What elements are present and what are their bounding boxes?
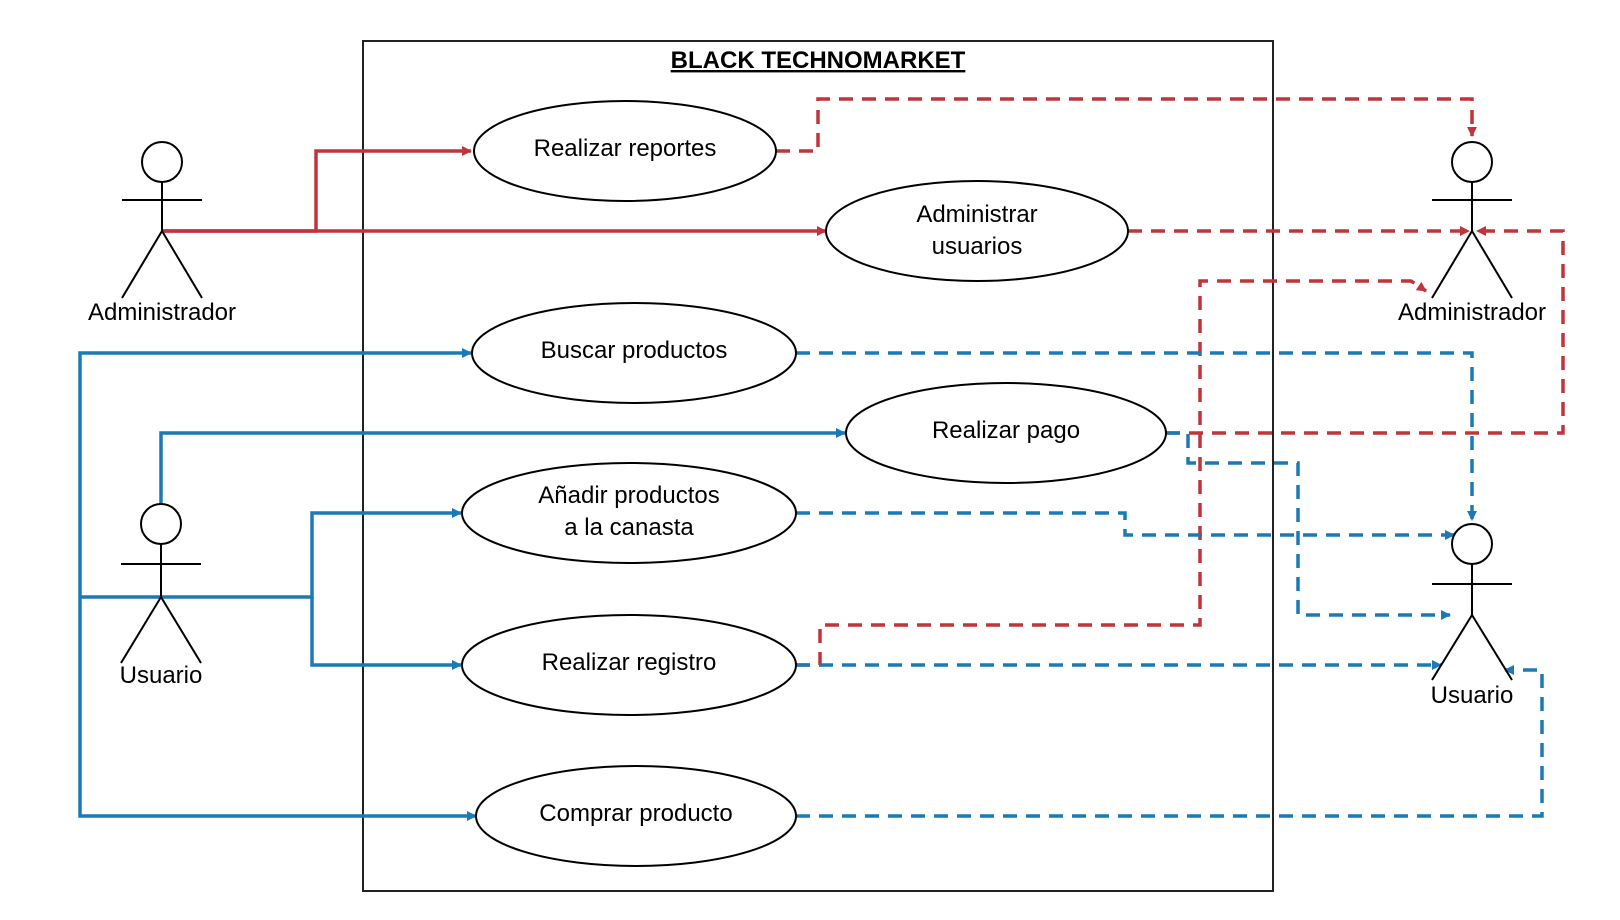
usecase-label-line-2: usuarios (932, 233, 1023, 260)
stick-figure-icon (120, 503, 202, 664)
dep-comprar-usuario (796, 665, 1544, 818)
dep-anadir-usuario (796, 511, 1455, 540)
assoc-usuario-comprar-producto (78, 597, 477, 821)
usecase-ellipse (825, 180, 1129, 282)
usecase-realizar-reportes[interactable]: Realizar reportes (473, 100, 777, 202)
dep-reportes-admin (776, 97, 1477, 153)
actor-label: Usuario (120, 662, 203, 689)
stick-figure-icon (1431, 141, 1513, 299)
usecase-label: Buscar productos (541, 337, 728, 364)
actor-usuario-right[interactable]: Usuario (1431, 523, 1514, 709)
usecase-realizar-pago[interactable]: Realizar pago (845, 382, 1167, 484)
usecase-ellipse (461, 614, 797, 716)
usecase-ellipse (473, 100, 777, 202)
usecase-label: Comprar producto (539, 800, 732, 827)
system-title: BLACK TECHNOMARKET (671, 47, 966, 74)
actor-label: Usuario (1431, 682, 1514, 709)
usecase-label: Realizar registro (542, 649, 717, 676)
usecase-label-line-1: Añadir productos (538, 482, 719, 509)
assoc-usuario-realizar-pago (159, 428, 846, 504)
usecase-ellipse (475, 765, 797, 867)
usecase-anadir-productos[interactable]: Añadir productos a la canasta (461, 462, 797, 564)
actor-usuario-left[interactable]: Usuario (120, 503, 203, 689)
usecase-ellipse (471, 302, 797, 404)
assoc-usuario-anadir-productos (80, 508, 462, 599)
usecase-buscar-productos[interactable]: Buscar productos (471, 302, 797, 404)
actor-label: Administrador (88, 299, 236, 326)
usecase-ellipse (845, 382, 1167, 484)
assoc-usuario-realizar-registro (310, 597, 462, 670)
usecase-comprar-producto[interactable]: Comprar producto (475, 765, 797, 867)
usecase-label-line-2: a la canasta (564, 514, 694, 541)
dep-buscar-usuario (796, 351, 1477, 521)
stick-figure-icon (1431, 523, 1513, 681)
usecase-label-line-1: Administrar (916, 201, 1037, 228)
stick-figure-icon (121, 141, 203, 299)
actor-label: Administrador (1398, 299, 1546, 326)
actor-administrador-left[interactable]: Administrador (88, 141, 236, 326)
usecase-ellipse (461, 462, 797, 564)
actor-administrador-right[interactable]: Administrador (1398, 141, 1546, 326)
usecase-administrar-usuarios[interactable]: Administrar usuarios (825, 180, 1129, 282)
assoc-usuario-buscar-productos (78, 348, 472, 597)
connections (78, 97, 1565, 821)
usecase-label: Realizar pago (932, 417, 1080, 444)
usecase-realizar-registro[interactable]: Realizar registro (461, 614, 797, 716)
usecase-label: Realizar reportes (534, 135, 717, 162)
